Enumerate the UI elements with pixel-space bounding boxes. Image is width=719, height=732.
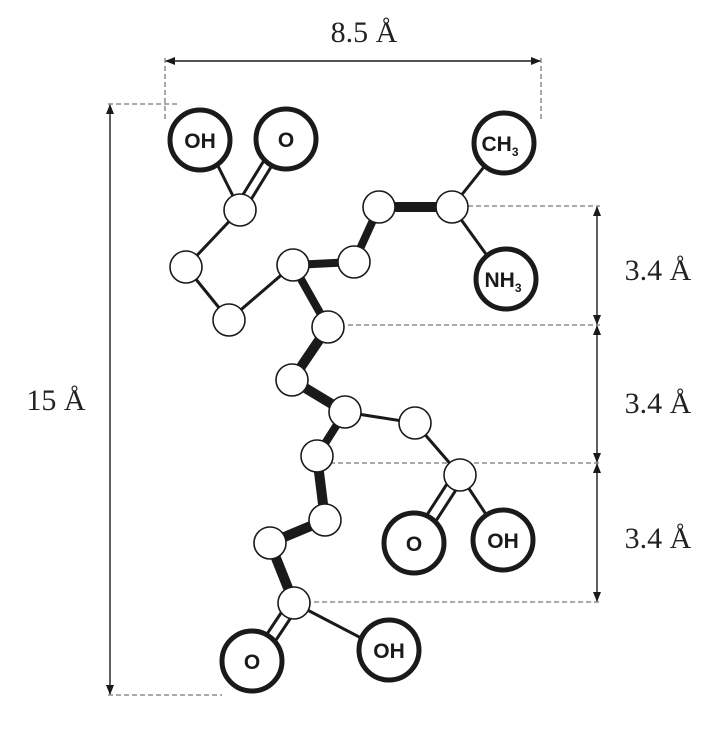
carbon-atom — [311, 310, 345, 344]
methyl-label: CH3 — [481, 133, 518, 159]
carbon-atom — [169, 250, 203, 284]
carbon-atom — [308, 503, 342, 537]
mid-oxygen-atom — [381, 510, 447, 576]
bottom-oxygen-atom — [219, 628, 285, 694]
spacing-label-1: 3.4 Å — [625, 254, 692, 287]
carbon-atom — [212, 303, 246, 337]
methyl-main: CH — [481, 133, 511, 156]
carbon-atom — [337, 245, 371, 279]
spacing-label-3: 3.4 Å — [625, 522, 692, 555]
amine-atom — [473, 246, 539, 312]
carbon-atoms — [169, 190, 477, 620]
amine-label: NH3 — [484, 269, 521, 295]
bottom-oxygen-label: O — [244, 651, 260, 674]
mid-oxygen-label: O — [406, 533, 422, 556]
top-oxygen-atom — [253, 106, 319, 172]
amine-subscript: 3 — [515, 281, 522, 295]
dimension-guides — [108, 58, 600, 696]
carbon-atom — [276, 248, 310, 282]
carbon-atom — [328, 395, 362, 429]
height-label: 15 Å — [26, 384, 86, 417]
dimension-arrows — [106, 57, 601, 695]
methyl-atom — [471, 110, 537, 176]
spacing-label-2: 3.4 Å — [625, 387, 692, 420]
carbon-atom — [253, 526, 287, 560]
amine-main: NH — [484, 269, 514, 292]
width-label: 8.5 Å — [331, 16, 398, 49]
mid-hydroxyl-atom — [470, 507, 536, 573]
bottom-hydroxyl-label: OH — [373, 640, 405, 663]
carbon-atom — [362, 190, 396, 224]
carbon-atom — [443, 458, 477, 492]
carbon-atom — [300, 439, 334, 473]
top-oxygen-label: O — [278, 129, 294, 152]
carbon-atom — [435, 190, 469, 224]
group-atoms — [167, 106, 539, 694]
carbon-atom — [277, 586, 311, 620]
carbon-atom — [275, 363, 309, 397]
carbon-atom — [223, 193, 257, 227]
bottom-hydroxyl-atom — [356, 617, 422, 683]
carbon-atom — [398, 406, 432, 440]
methyl-subscript: 3 — [512, 145, 519, 159]
mid-hydroxyl-label: OH — [487, 530, 519, 553]
top-hydroxyl-atom — [167, 107, 233, 173]
top-hydroxyl-label: OH — [184, 130, 216, 153]
